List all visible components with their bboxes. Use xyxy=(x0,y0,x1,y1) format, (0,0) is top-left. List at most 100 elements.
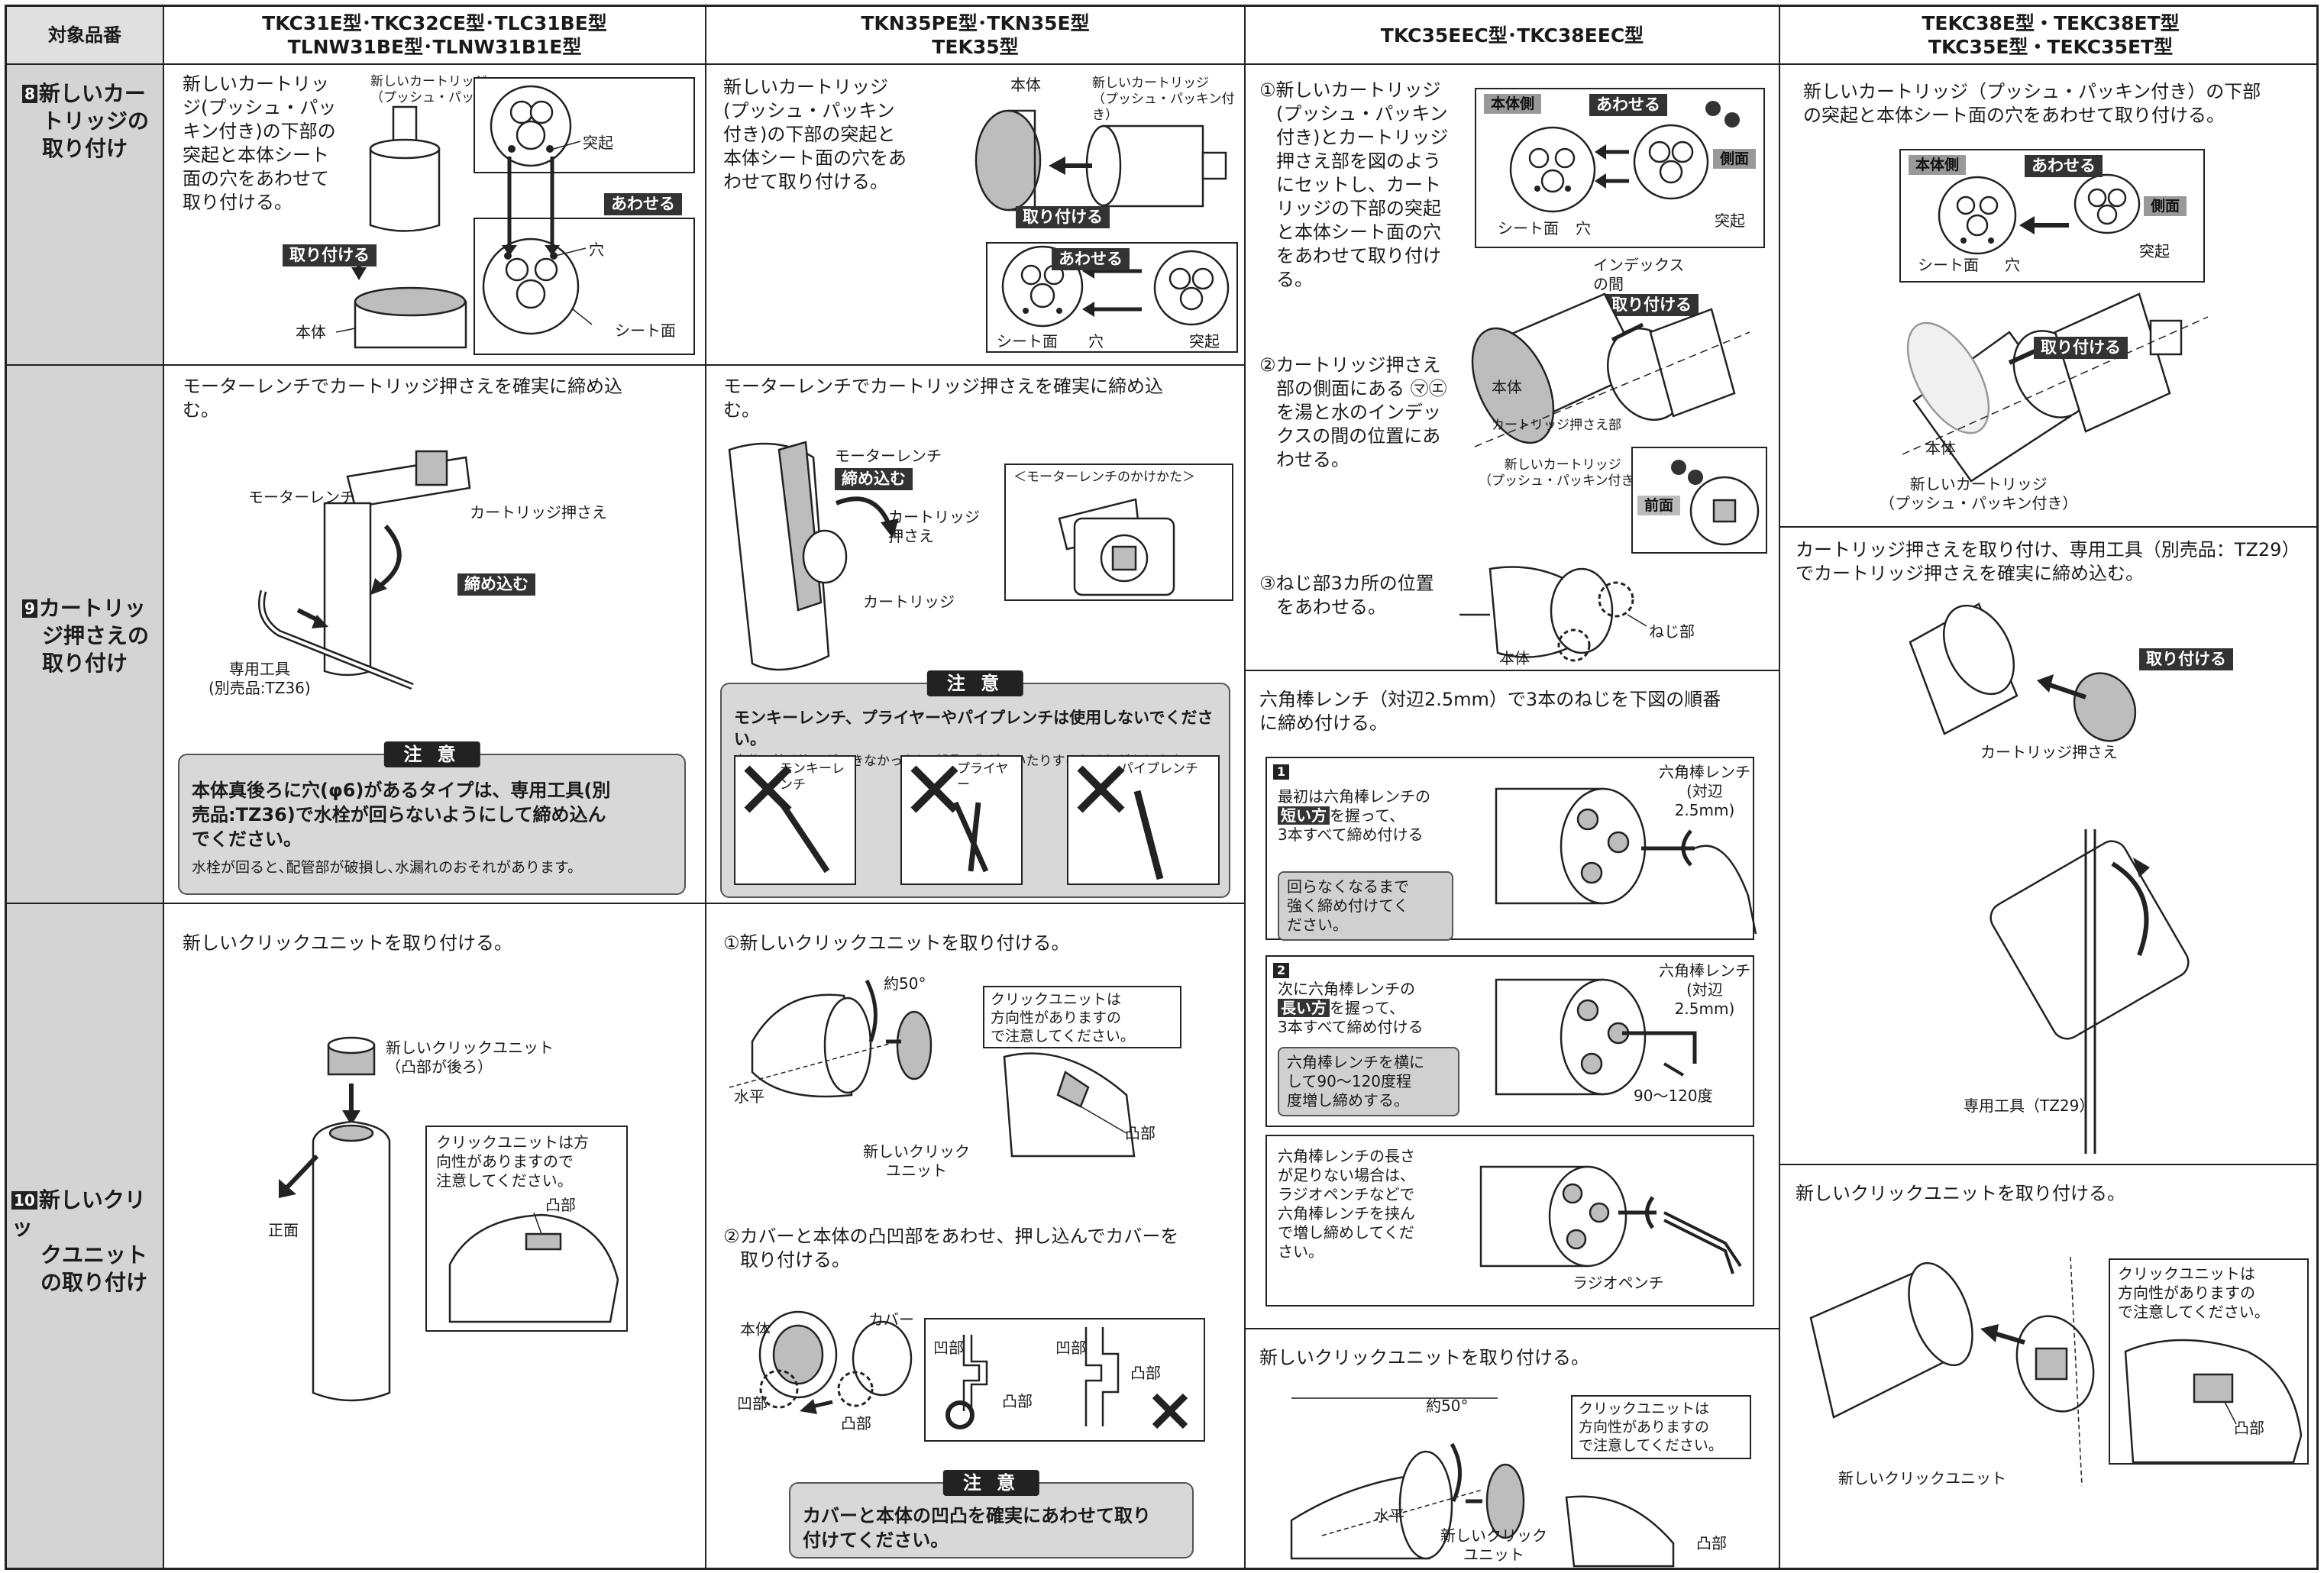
text-line: で注意してください。 xyxy=(2118,1303,2270,1321)
cartridge-label: 新しいカートリッジ（プッシュ・パッキン付き） xyxy=(1880,475,2077,513)
text-line: モーターレンチでカートリッジ押さえを確実に締め込 xyxy=(183,376,622,397)
text-line: 付き)の下部の突起と xyxy=(723,124,896,145)
tool-name: プライヤー xyxy=(957,761,1009,793)
step1-text: ①新しいクリックユニットを取り付ける。 xyxy=(723,932,1070,954)
convex-label: 凸部 xyxy=(1696,1534,1727,1552)
text-line: 六角棒レンチの長さ xyxy=(1278,1147,1415,1165)
caution-heading: 注 意 xyxy=(383,741,480,767)
header-label: 対象品番 xyxy=(48,24,121,46)
hex-wrench-label: 六角棒レンチ(対辺2.5mm) xyxy=(1657,763,1753,820)
caution-bold: モンキーレンチ、プライヤーやパイプレンチは使用しないでください。 xyxy=(734,709,1214,748)
row-divider xyxy=(7,903,1244,904)
convex-label: 凸部 xyxy=(841,1414,871,1432)
hole-label: 穴 xyxy=(2005,256,2020,274)
seat-label: シート面 xyxy=(615,321,676,340)
label-line: 新しいクリック xyxy=(1440,1526,1547,1545)
wrench-detail xyxy=(1058,498,1175,596)
text-line: ジ(プッシュ・パッ xyxy=(183,97,337,118)
row-divider xyxy=(1779,1164,2316,1165)
front-view-box: 前面 xyxy=(1631,447,1767,554)
step-number: 2 xyxy=(1273,963,1290,978)
cell-c4-click-unit: 新しいクリックユニットを取り付ける。 新しいクリックユニット クリックユニットは… xyxy=(1780,1165,2316,1568)
note-text: クリックユニットは方向性がありますので注意してください。 xyxy=(1579,1400,1723,1455)
tighten-tag: 締め込む xyxy=(835,468,913,490)
note-text: クリックユニットは方向性がありますので注意してください。 xyxy=(991,990,1135,1045)
header-line: TEKC38E型・TEKC38ET型 xyxy=(1922,12,2180,34)
label-line: (対辺2.5mm) xyxy=(1674,782,1735,819)
row-label-line: ジ押さえの xyxy=(42,623,150,648)
row-label-line: 取り付け xyxy=(42,136,128,161)
cartridge-illustration xyxy=(975,109,1227,212)
note-text: クリックユニットは方向性がありますので注意してください。 xyxy=(436,1133,619,1190)
text-line: 新しいカートリッジ xyxy=(723,76,888,98)
text-line: 方向性がありますの xyxy=(991,1009,1122,1026)
cell-c2-click-unit: ①新しいクリックユニットを取り付ける。 約50° 水平 新しいクリックユニット … xyxy=(706,904,1244,1568)
angle-label: 90～120度 xyxy=(1634,1087,1713,1105)
text-line: 強く締め付けてく xyxy=(1287,896,1409,915)
caution-bold: カバーと本体の凹凸を確実にあわせて取り付けてください。 xyxy=(803,1504,1180,1552)
caution-box: 注 意 本体真後ろに穴(φ6)があるタイプは、専用工具(別売品:TZ36)で水栓… xyxy=(178,741,686,895)
direction-note-box: クリックユニットは方向性がありますので注意してください。 凸部 xyxy=(425,1126,628,1332)
row-label-line: クユニット xyxy=(40,1242,148,1268)
tool-label: 専用工具（TZ29） xyxy=(1964,1097,2095,1115)
match-tag: あわせる xyxy=(1589,94,1667,116)
ng-cross-icon xyxy=(1077,765,1164,880)
text-line: に締め付ける。 xyxy=(1259,712,1388,734)
pliers-illustration xyxy=(1479,1165,1742,1274)
cell-c2-install-cartridge: 新しいカートリッジ (プッシュ・パッキン 付き)の下部の突起と 本体シート面の穴… xyxy=(706,65,1244,364)
cartridge-exploded-view xyxy=(1902,292,2209,483)
text-line: 度増し締めする。 xyxy=(1287,1091,1409,1109)
ng-tool-pipe-wrench: パイプレンチ xyxy=(1067,755,1220,885)
header-line: TKC35EEC型･TKC38EEC型 xyxy=(1380,24,1644,47)
text-line: 向性がありますので xyxy=(436,1152,574,1171)
how-to-box: ＜モーターレンチのかけかた＞ xyxy=(1004,464,1233,601)
instruction-text: モーターレンチでカートリッジ押さえを確実に締め込む。 xyxy=(723,375,1163,422)
label-line: （プッシュ・パッキン付き） xyxy=(1092,92,1235,123)
install-tag: 取り付ける xyxy=(1605,294,1699,316)
wrench-label: モーターレンチ xyxy=(248,488,355,506)
front-view xyxy=(1671,460,1760,546)
row-divider xyxy=(7,364,1244,366)
row-label-line: 新しいカー xyxy=(38,81,146,106)
convex-label: 凸部 xyxy=(1125,1124,1156,1142)
concave-label: 凹部 xyxy=(737,1394,768,1413)
match-tag: あわせる xyxy=(1052,248,1130,270)
label-line: 専用工具 xyxy=(228,660,290,678)
label-line: （プッシュ・パッキン付き） xyxy=(1479,473,1647,489)
instruction-text: 新しいカートリッ ジ(プッシュ・パッ キン付き)の下部の 突起と本体シート 面の… xyxy=(183,73,373,215)
header-target-model: 対象品番 xyxy=(7,7,163,63)
hex-wrench-label: 六角棒レンチ(対辺2.5mm) xyxy=(1657,961,1753,1019)
hex-step2-illustration xyxy=(1495,978,1697,1096)
presser-illustration xyxy=(1909,602,2190,1154)
tool-name: モンキーレンチ xyxy=(780,761,845,793)
text-line: の突起と本体シート面の穴をあわせて取り付ける。 xyxy=(1803,105,2225,126)
protrusion-label: 突起 xyxy=(583,134,613,152)
instruction-text: 新しいクリックユニットを取り付ける。 xyxy=(1259,1347,1589,1368)
row-divider xyxy=(1244,1328,1779,1329)
hole-label: 穴 xyxy=(1088,332,1104,350)
text-line: 面の穴をあわせて xyxy=(183,168,329,189)
text-line: 最初は六角棒レンチの xyxy=(1278,787,1430,806)
note-text: クリックユニットは方向性がありますので注意してください。 xyxy=(2118,1265,2301,1322)
header-line: TKN35PE型･TKN35E型 xyxy=(861,12,1090,34)
row-divider xyxy=(1779,526,2316,528)
seat-label: シート面 xyxy=(1498,219,1559,237)
tool-label: 専用工具(別売品:TZ36) xyxy=(208,660,311,698)
step2-text: ②カバーと本体の凸凹部をあわせ、押し込んでカバーを取り付ける。 xyxy=(723,1225,1178,1272)
text-line: モーターレンチでカートリッジ押さえを確実に締め込 xyxy=(723,376,1163,397)
click-unit-illustration xyxy=(279,1036,391,1402)
text-line: が足りない場合は、 xyxy=(1278,1166,1415,1184)
text-line: む。 xyxy=(183,399,219,421)
fit-comparison-box: 凹部 凸部 凹部 凸部 xyxy=(924,1318,1205,1442)
instruction-text: モーターレンチでカートリッジ押さえを確実に締め込む。 xyxy=(183,375,622,422)
pliers-text: 六角棒レンチの長さ が足りない場合は、 ラジオペンチなどで 六角棒レンチを挟ん … xyxy=(1278,1147,1453,1261)
text-line: をあわせる。 xyxy=(1276,596,1386,618)
header-line: TEK35型 xyxy=(932,36,1019,58)
text-line: 本体真後ろに穴(φ6)があるタイプは、専用工具(別 xyxy=(192,780,611,801)
hole-label: 穴 xyxy=(589,241,604,259)
unit-label: 新しいクリックユニット xyxy=(863,1142,970,1181)
